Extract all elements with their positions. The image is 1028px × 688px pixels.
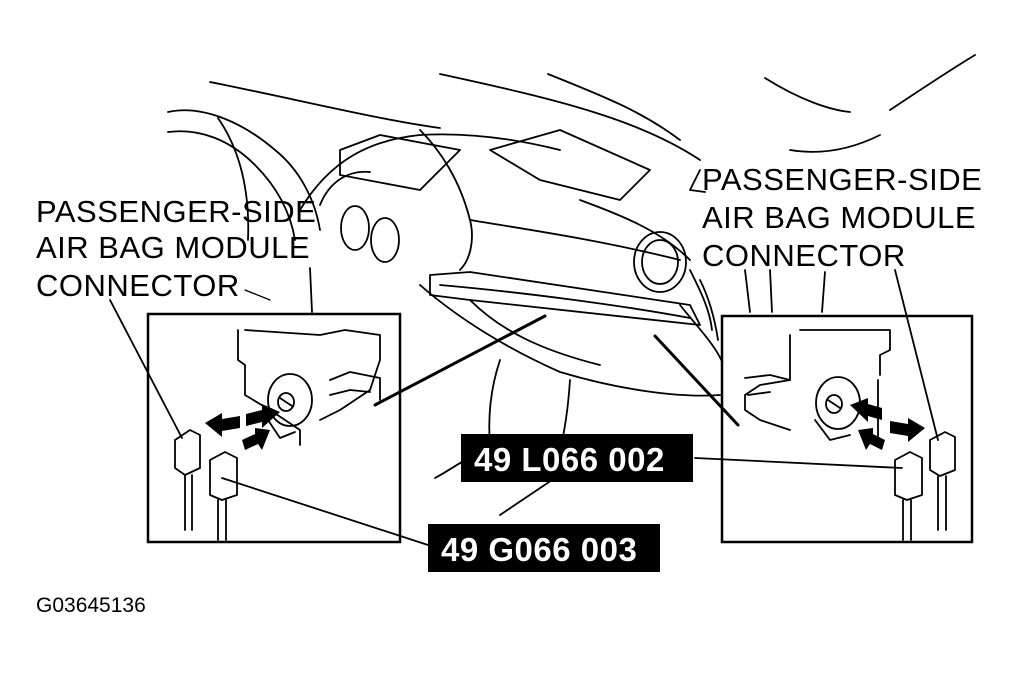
left-callout-line-2: AIR BAG MODULE [36, 230, 310, 265]
right-inset [720, 314, 974, 544]
leader-lines [109, 269, 939, 546]
right-callout-line-3: CONNECTOR [702, 238, 906, 273]
left-inset [146, 312, 402, 544]
figure-id: G03645136 [36, 594, 146, 617]
tool-tag-1-text: 49 L066 002 [474, 441, 665, 478]
right-callout-line-2: AIR BAG MODULE [702, 200, 976, 235]
left-callout-line-1: PASSENGER-SIDE [36, 194, 316, 229]
right-callout-line-1: PASSENGER-SIDE [702, 162, 982, 197]
left-callout-label: PASSENGER-SIDE AIR BAG MODULE CONNECTOR [36, 194, 316, 303]
tool-tag-1: 49 L066 002 [461, 434, 693, 482]
dashboard-illustration [167, 54, 976, 479]
tool-tag-2-text: 49 G066 003 [441, 531, 637, 568]
left-callout-line-3: CONNECTOR [36, 268, 240, 303]
right-callout-label: PASSENGER-SIDE AIR BAG MODULE CONNECTOR [702, 162, 982, 273]
tool-tag-2: 49 G066 003 [428, 524, 660, 572]
